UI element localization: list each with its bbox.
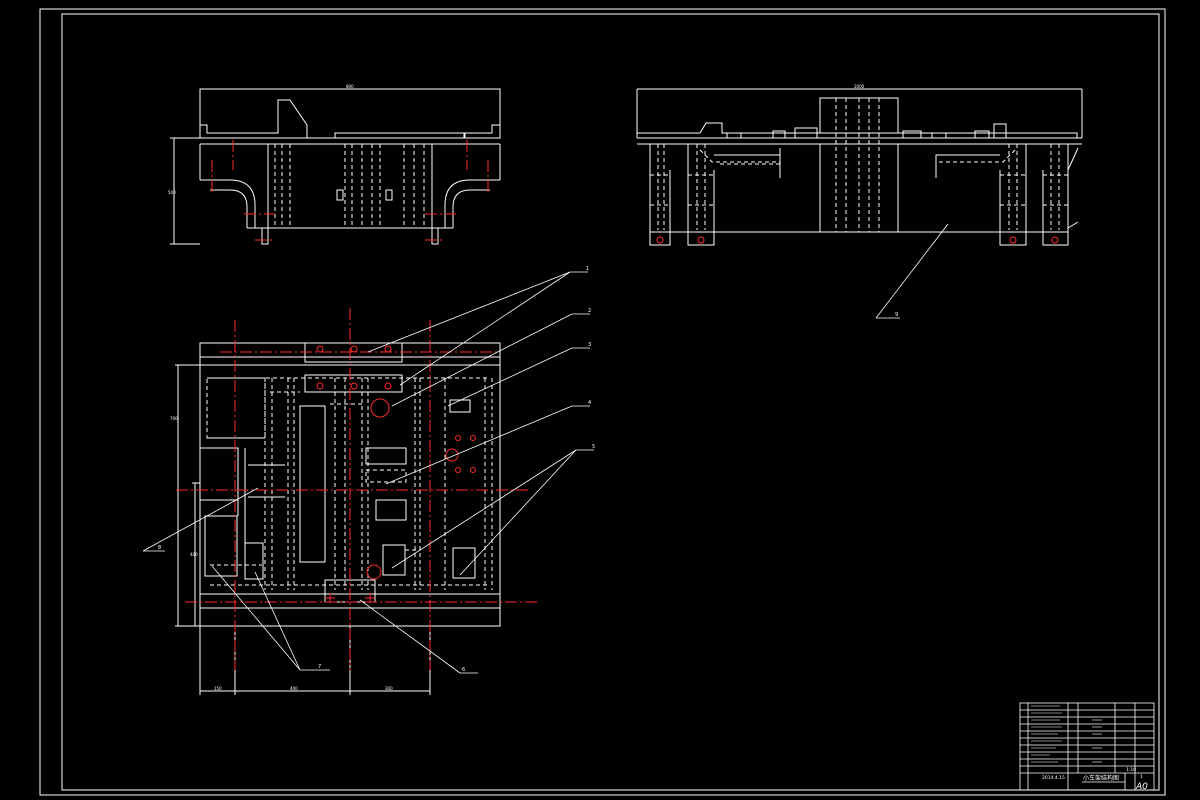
balloon-7: 7 [318, 664, 321, 670]
front-view-hidden [274, 144, 425, 225]
title-block-ratio: 1:10 [1126, 767, 1136, 773]
plan-view [175, 342, 501, 695]
balloon-1: 1 [586, 266, 589, 272]
dim-left-height-2: 400 [190, 552, 198, 557]
dim-front-height: 500 [168, 190, 176, 195]
balloon-9: 9 [895, 312, 898, 318]
front-view-centerlines [211, 140, 489, 241]
side-view-hidden [650, 98, 1068, 232]
title-block-row-marks [1031, 705, 1102, 763]
balloon-labels: 1 2 3 4 5 6 7 8 9 [158, 266, 898, 673]
sheet-size-label: A0 [1135, 782, 1148, 792]
dimension-labels: 800 2000 150 400 300 700 400 500 [168, 84, 865, 691]
plan-view-centerlines [176, 308, 540, 670]
balloon-8: 8 [158, 545, 161, 551]
title-block-count: 1 [1140, 774, 1143, 780]
title-block-date: 2014.4.15 [1042, 775, 1065, 781]
title-block [1019, 702, 1155, 791]
title-block-drawing-title: 小车架结构图 [1083, 774, 1119, 782]
dim-bottom-2: 400 [290, 686, 298, 691]
balloon-3: 3 [588, 342, 591, 348]
balloon-5: 5 [592, 444, 595, 450]
balloon-4: 4 [588, 400, 591, 406]
plan-view-holes [316, 345, 476, 603]
front-view [170, 88, 501, 245]
outer-border [39, 8, 1166, 796]
dim-bottom-3: 300 [385, 686, 393, 691]
inner-border [61, 13, 1160, 791]
balloon-2: 2 [588, 308, 591, 314]
dim-bottom-1: 150 [214, 686, 222, 691]
balloon-6: 6 [462, 667, 465, 673]
side-view-holes [656, 236, 1059, 244]
dim-left-height: 700 [170, 416, 178, 421]
dim-top-width: 800 [346, 84, 354, 89]
leader-lines [142, 223, 949, 674]
dim-right-width: 2000 [854, 84, 865, 89]
